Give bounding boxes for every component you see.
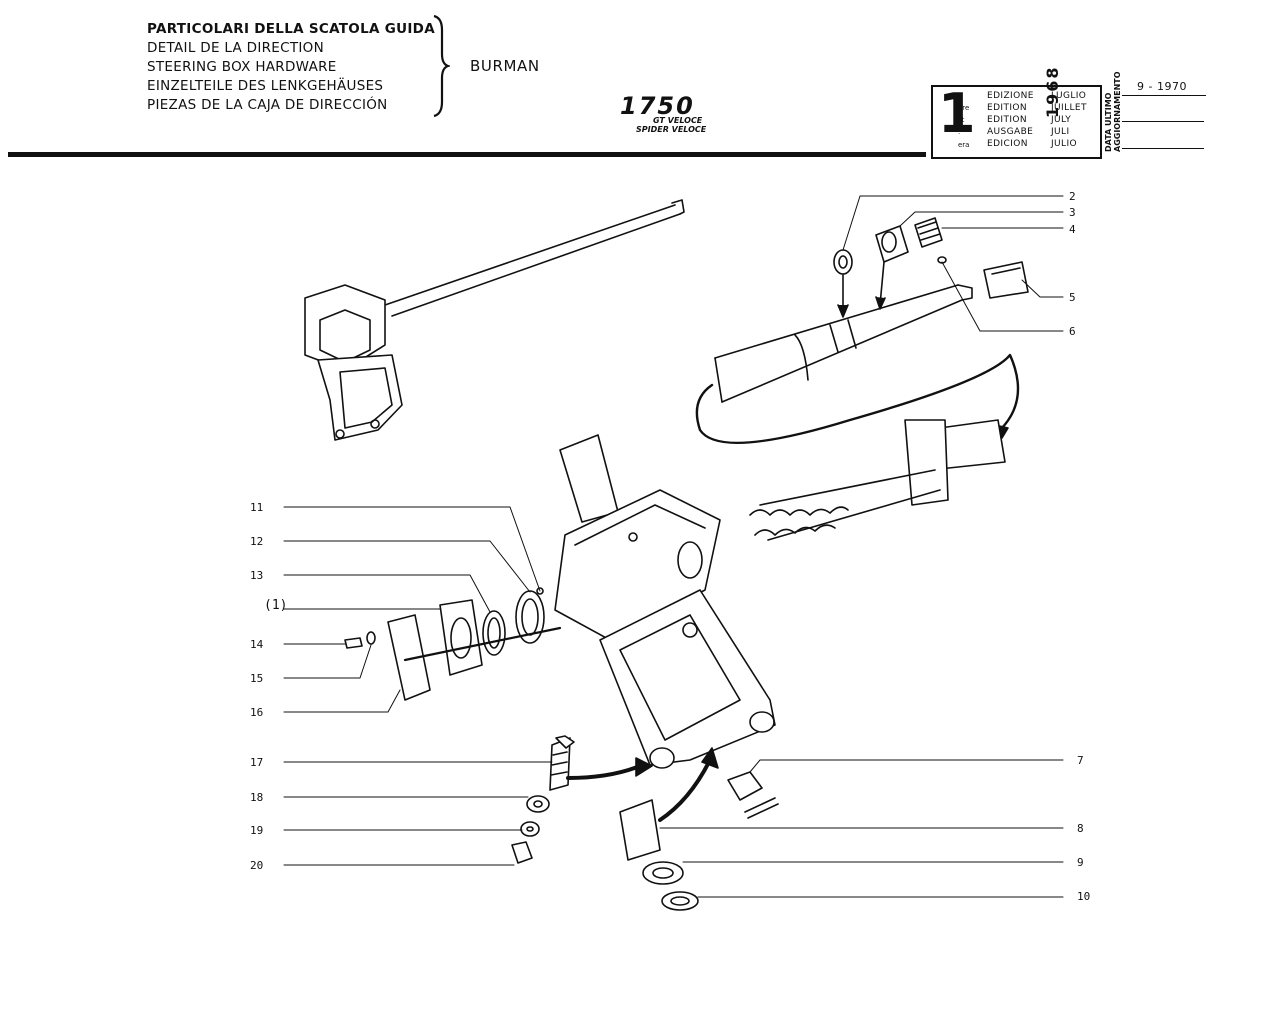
callout-11: 11	[250, 501, 263, 514]
update-line-1	[1122, 95, 1206, 96]
leader-lines-left	[283, 506, 553, 866]
callout-20: 20	[250, 859, 263, 872]
model-variant-gt: GT VELOCE	[653, 116, 703, 125]
title-italian: PARTICOLARI DELLA SCATOLA GUIDA	[147, 21, 435, 37]
edition-month-de: JULI	[1051, 127, 1070, 137]
update-line-3	[1122, 148, 1204, 149]
edition-number: 1	[938, 82, 976, 145]
callout-9: 9	[1077, 856, 1084, 869]
edition-suffix-es: era	[958, 141, 970, 149]
header-titles: PARTICOLARI DELLA SCATOLA GUIDA DETAIL D…	[147, 20, 435, 115]
edition-month-en: JULY	[1051, 115, 1072, 125]
edition-suffix-it: a	[958, 91, 963, 99]
callout-16: 16	[250, 706, 263, 719]
edition-box	[931, 85, 1102, 159]
callout-15: 15	[250, 672, 263, 685]
callout-14: 14	[250, 638, 264, 651]
mounting-hardware	[511, 735, 653, 864]
leader-lines-right	[659, 195, 1064, 898]
callout-4: 4	[1069, 223, 1076, 236]
lower-hardware	[619, 747, 779, 911]
steering-box-housing	[554, 434, 776, 769]
callout-2: 2	[1069, 190, 1076, 203]
edition-month-it: LUGLIO	[1051, 91, 1087, 101]
callout-5: 5	[1069, 291, 1076, 304]
edition-suffix-fr: ère	[958, 104, 970, 112]
edition-month-es: JULIO	[1051, 139, 1077, 149]
title-french: DETAIL DE LA DIRECTION	[147, 40, 324, 56]
title-english: STEERING BOX HARDWARE	[147, 59, 337, 75]
edition-label-fr: EDITION	[987, 103, 1028, 113]
callout-18: 18	[250, 791, 263, 804]
edition-label-es: EDICION	[987, 139, 1028, 149]
callout-17: 17	[250, 756, 263, 769]
callout-numbers: 2 3 4 5 6 7 8 9 10 11 12 13 (1) 14 15 16…	[250, 190, 1090, 903]
edition-suffix-en: st	[958, 116, 965, 124]
overview-steering-assembly	[304, 199, 685, 441]
side-cover-parts	[344, 587, 562, 701]
steering-column-shaft	[695, 284, 1020, 541]
callout-10: 10	[1077, 890, 1090, 903]
edition-month-fr: JUILLET	[1051, 103, 1087, 113]
header-brace	[433, 14, 450, 118]
callout-3: 3	[1069, 206, 1076, 219]
maker-name: BURMAN	[470, 57, 540, 75]
edition-label-de: AUSGABE	[987, 127, 1034, 137]
callout-7: 7	[1077, 754, 1084, 767]
column-parts-top	[833, 217, 1029, 318]
update-line-2	[1122, 121, 1204, 122]
callout-12: 12	[250, 535, 263, 548]
model-number: 1750	[620, 92, 695, 120]
callout-1-paren: (1)	[264, 598, 287, 613]
model-variant-spider: SPIDER VELOCE	[636, 125, 707, 134]
title-german: EINZELTEILE DES LENKGEHÄUSES	[147, 78, 384, 94]
callout-13: 13	[250, 569, 263, 582]
header-rule	[8, 152, 926, 157]
edition-label-it: EDIZIONE	[987, 91, 1034, 101]
edition-label-en: EDITION	[987, 115, 1028, 125]
title-spanish: PIEZAS DE LA CAJA DE DIRECCIÓN	[147, 97, 388, 113]
callout-8: 8	[1077, 822, 1084, 835]
callout-19: 19	[250, 824, 263, 837]
callout-6: 6	[1069, 325, 1076, 338]
edition-suffix-de: .	[958, 128, 961, 136]
update-date: 9 - 1970	[1137, 80, 1187, 93]
